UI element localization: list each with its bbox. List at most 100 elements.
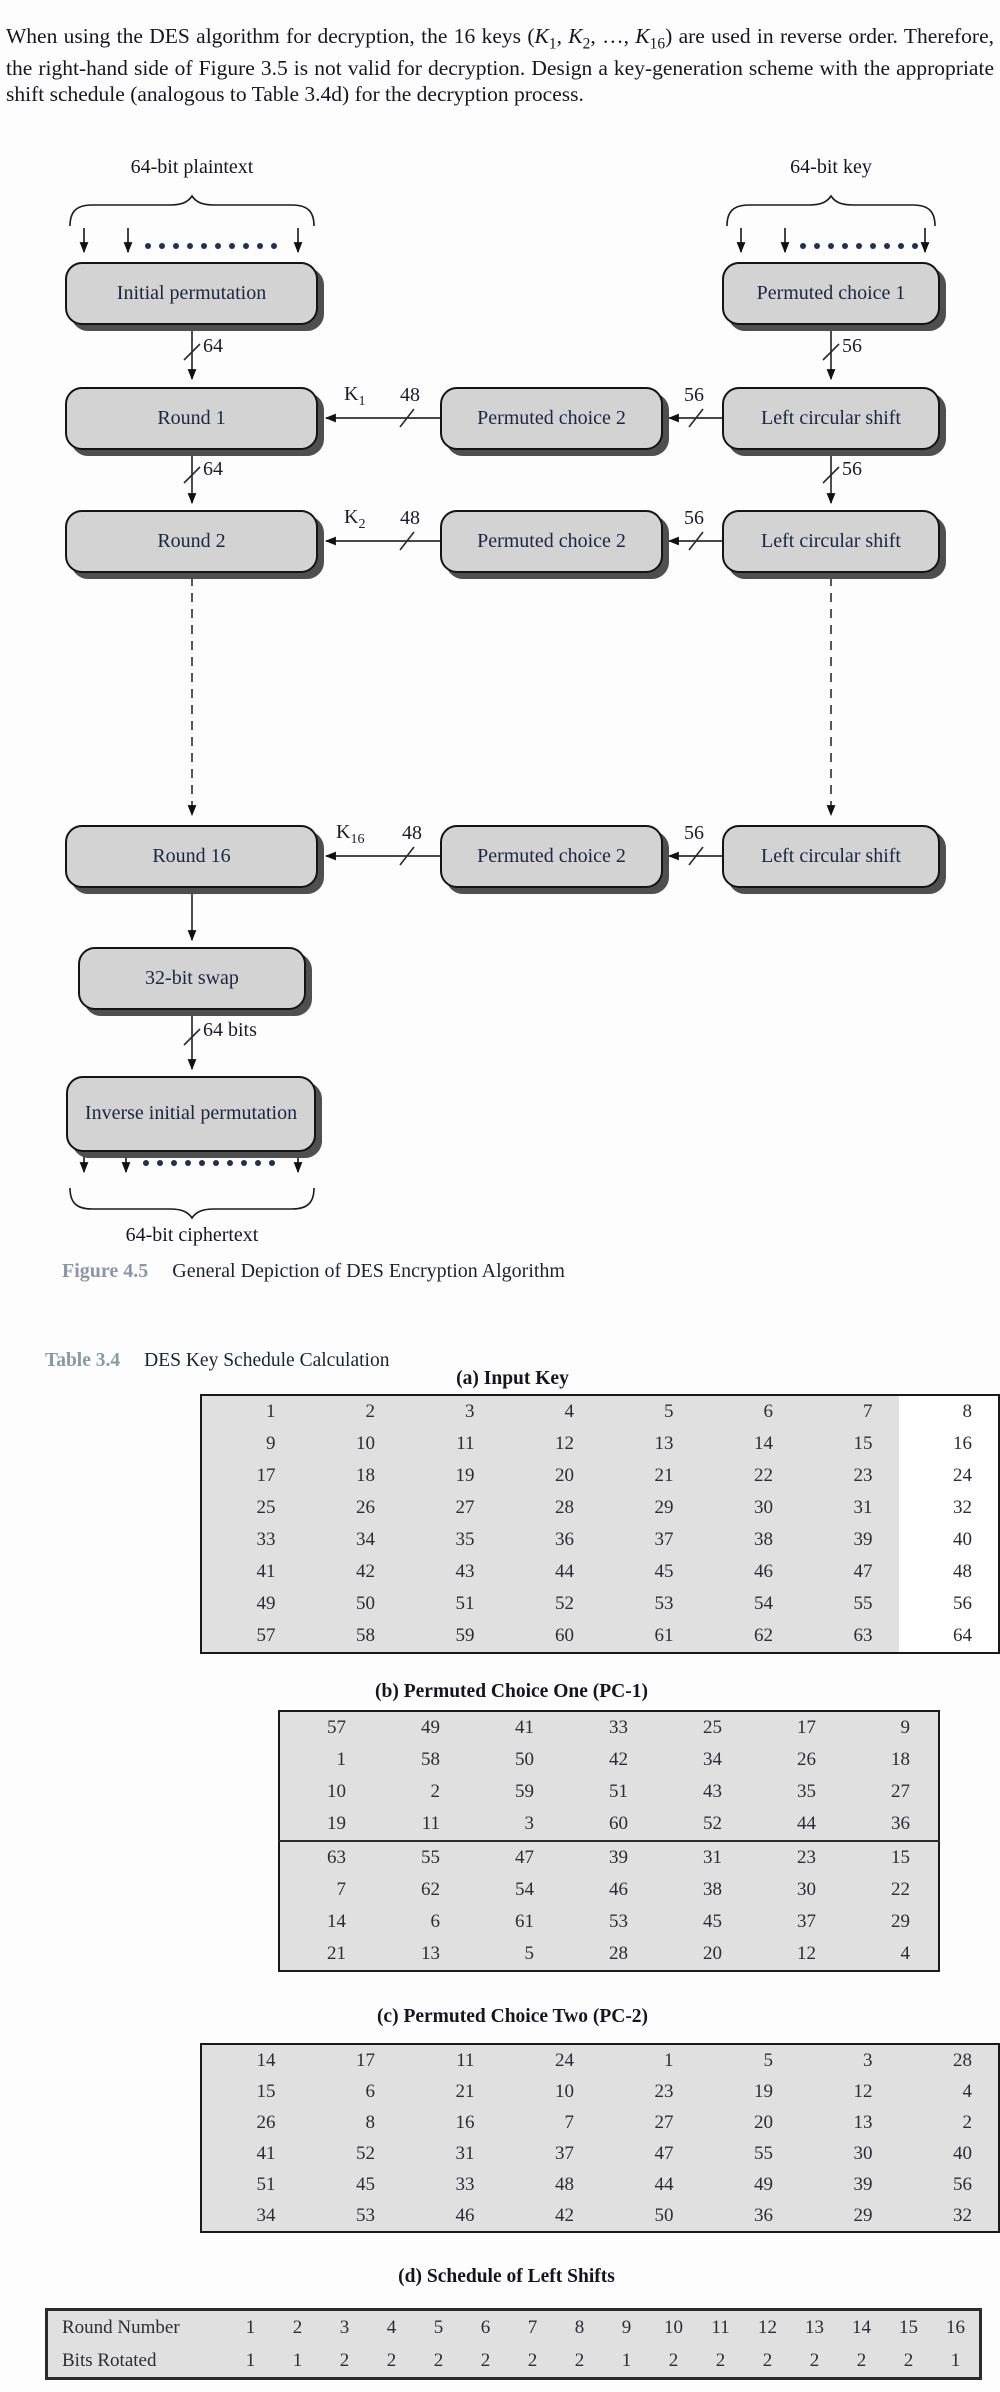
cell: 52 bbox=[356, 2142, 375, 2164]
row-label: Round Number bbox=[62, 2316, 180, 2338]
cell: 53 bbox=[356, 2204, 375, 2226]
row-label: Bits Rotated bbox=[62, 2349, 157, 2371]
cell: 5 bbox=[433, 2316, 444, 2338]
cell: 5 bbox=[763, 2049, 774, 2071]
plaintext-label: 64-bit plaintext bbox=[130, 156, 254, 178]
cell: 47 bbox=[654, 2142, 674, 2164]
k2-label: K2 bbox=[344, 506, 366, 532]
cell: 1 bbox=[201, 1395, 302, 1428]
cell: 62 bbox=[421, 1879, 440, 1900]
bus-64-label: 64 bbox=[203, 335, 223, 357]
cell: 49 bbox=[201, 1588, 302, 1620]
cell: 10 bbox=[301, 1428, 401, 1460]
table-d-heading: (d) Schedule of Left Shifts bbox=[398, 2266, 615, 2287]
cell: 55 bbox=[799, 1588, 899, 1620]
cell: 3 bbox=[863, 2049, 873, 2071]
ciphertext-label: 64-bit ciphertext bbox=[125, 1224, 259, 1246]
cell: 26 bbox=[797, 1749, 816, 1770]
cell: 37 bbox=[600, 1524, 700, 1556]
cell: 16 bbox=[953, 1433, 972, 1454]
bus-56-label: 56 bbox=[684, 507, 704, 529]
cell: 5 bbox=[600, 1395, 700, 1428]
cell: 23 bbox=[654, 2080, 674, 2102]
cell: 12 bbox=[853, 2080, 873, 2102]
cell: 20 bbox=[500, 1460, 600, 1492]
cell: 36 bbox=[844, 1808, 939, 1842]
round-16-box: Round 16 bbox=[65, 825, 318, 888]
cell: 34 bbox=[301, 1524, 401, 1556]
cell: 18 bbox=[891, 1749, 910, 1770]
cell: 18 bbox=[301, 1460, 401, 1492]
cell: 34 bbox=[256, 2204, 276, 2226]
cell: 1 bbox=[336, 1749, 347, 1770]
left-circular-shift-box: Left circular shift bbox=[722, 825, 940, 888]
cell: 11 bbox=[711, 2316, 730, 2338]
round-1-box: Round 1 bbox=[65, 387, 318, 450]
cell: 1 bbox=[292, 2349, 303, 2371]
cell: 15 bbox=[899, 2316, 918, 2338]
cell: 6 bbox=[480, 2316, 491, 2338]
cell: 7 bbox=[336, 1879, 347, 1900]
cell: 4 bbox=[900, 1943, 911, 1964]
cell: 14 bbox=[256, 2049, 276, 2071]
cell: 30 bbox=[853, 2142, 873, 2164]
problem-text: When using the DES algorithm for decrypt… bbox=[6, 23, 994, 106]
cell: 9 bbox=[900, 1717, 911, 1738]
bus-56-label: 56 bbox=[842, 335, 862, 357]
cell: 21 bbox=[455, 2080, 475, 2102]
cell: 4 bbox=[500, 1395, 600, 1428]
cell: 48 bbox=[953, 1561, 972, 1582]
cell: 2 bbox=[339, 2349, 350, 2371]
cell: 51 bbox=[401, 1588, 501, 1620]
cell: 57 bbox=[201, 1620, 302, 1653]
key-fan-arrows bbox=[736, 228, 930, 254]
cell: 42 bbox=[609, 1749, 628, 1770]
bus-48-label: 48 bbox=[402, 822, 422, 844]
bus-56-label: 56 bbox=[684, 384, 704, 406]
cell: 48 bbox=[555, 2173, 574, 2195]
cell: 57 bbox=[327, 1717, 346, 1738]
cell: 25 bbox=[703, 1717, 722, 1738]
cell: 50 bbox=[301, 1588, 401, 1620]
cell: 8 bbox=[365, 2111, 376, 2133]
cell: 39 bbox=[853, 2173, 873, 2195]
ciphertext-fan-arrows bbox=[79, 1152, 303, 1174]
cell: 40 bbox=[953, 2142, 972, 2164]
figure-caption-tag: Figure 4.5 bbox=[62, 1260, 149, 1282]
cell: 53 bbox=[609, 1911, 628, 1932]
table-c-heading: (c) Permuted Choice Two (PC-2) bbox=[376, 2006, 649, 2027]
cell: 35 bbox=[797, 1781, 816, 1802]
cell: 11 bbox=[401, 1428, 501, 1460]
cell: 12 bbox=[500, 1428, 600, 1460]
plaintext-fan-arrows bbox=[79, 228, 303, 254]
cell: 11 bbox=[374, 1808, 468, 1842]
ciphertext-brace-icon bbox=[69, 1187, 315, 1220]
cell: 9 bbox=[621, 2316, 632, 2338]
cell: 37 bbox=[555, 2142, 574, 2164]
cell: 55 bbox=[421, 1847, 440, 1868]
cell: 19 bbox=[279, 1808, 374, 1842]
cell: 12 bbox=[797, 1943, 816, 1964]
cell: 47 bbox=[515, 1847, 534, 1868]
ellipsis-dots bbox=[143, 243, 918, 1166]
cell: 46 bbox=[455, 2204, 475, 2226]
cell: 13 bbox=[421, 1943, 440, 1964]
cell: 2 bbox=[574, 2349, 585, 2371]
cell: 41 bbox=[515, 1717, 534, 1738]
cell: 3 bbox=[339, 2316, 350, 2338]
cell: 45 bbox=[600, 1556, 700, 1588]
cell: 40 bbox=[953, 1529, 972, 1550]
cell: 55 bbox=[754, 2142, 773, 2164]
